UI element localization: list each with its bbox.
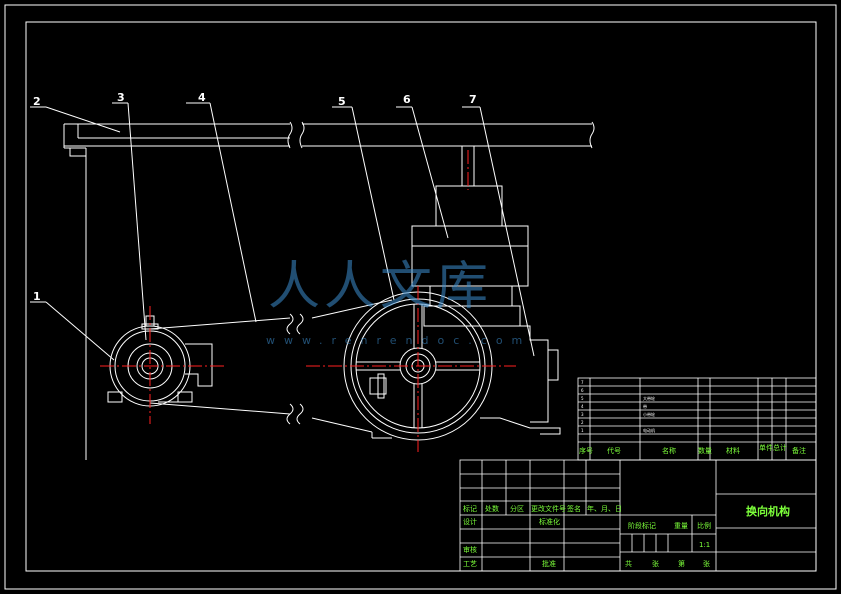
part-no-7: 7 (581, 380, 584, 385)
part-no-6: 6 (581, 388, 584, 393)
tb-total: 共 (625, 559, 632, 568)
tb-scale-value: 1:1 (699, 541, 710, 549)
reducer-housing (371, 145, 561, 439)
belt (149, 299, 393, 433)
parts-header-total-weight: 总计 (773, 443, 787, 452)
tb-design: 设计 (463, 517, 477, 526)
part-name-4: 带 (643, 404, 647, 409)
parts-header-material: 材料 (726, 446, 740, 455)
tb-process: 工艺 (463, 560, 477, 568)
tb-header-mark: 标记 (463, 504, 477, 513)
part-no-2: 2 (581, 420, 584, 425)
callout-1: 1 (33, 290, 41, 303)
callout-3: 3 (117, 91, 125, 104)
tb-header-zone: 分区 (510, 504, 524, 513)
tb-header-change-doc: 更改文件号 (531, 504, 566, 513)
top-beam (64, 121, 595, 149)
tb-sheet: 张 (703, 559, 710, 568)
tb-weight: 重量 (674, 522, 688, 530)
callout-7: 7 (469, 93, 477, 106)
parts-header-code: 代号 (607, 446, 621, 455)
tb-approve: 批准 (542, 559, 556, 568)
tb-scale-label: 比例 (697, 521, 711, 530)
parts-header-name: 名称 (662, 446, 676, 455)
parts-header-remark: 备注 (792, 446, 806, 455)
title-block (459, 459, 817, 572)
outer-border (4, 4, 837, 590)
centerlines (100, 150, 516, 452)
watermark-chars: 人人文库 (268, 257, 492, 317)
tb-page: 第 (678, 559, 685, 568)
tb-standardize: 标准化 (539, 517, 560, 526)
motor-assembly (107, 315, 213, 407)
part-name-1: 电动机 (643, 427, 655, 433)
part-name-5: 大带轮 (643, 395, 655, 401)
tb-sheets: 张 (652, 559, 659, 568)
drawing-title: 换向机构 (746, 504, 790, 518)
watermark-url: www.renrendoc.com (266, 334, 531, 347)
part-name-3: 小带轮 (643, 411, 655, 417)
inner-border (25, 21, 817, 572)
callout-5: 5 (338, 95, 346, 108)
tb-header-date: 年、月、日 (587, 504, 622, 513)
parts-header-qty: 数量 (698, 446, 712, 455)
tb-header-count: 处数 (485, 504, 499, 513)
tb-header-signature: 签名 (567, 504, 581, 513)
leader-lines (30, 102, 535, 361)
parts-header-unit-weight: 单件 (759, 443, 773, 452)
tb-stage-mark: 阶段标记 (628, 521, 656, 530)
callout-2: 2 (33, 95, 41, 108)
callout-4: 4 (198, 91, 206, 104)
parts-header-seq: 序号 (579, 446, 593, 455)
support-frame (63, 124, 87, 460)
part-no-5: 5 (581, 396, 584, 401)
part-no-4: 4 (581, 404, 584, 409)
parts-list (577, 377, 817, 461)
tb-review: 审核 (463, 545, 477, 554)
part-no-1: 1 (581, 428, 584, 433)
part-no-3: 3 (581, 412, 584, 417)
watermark: 人人文库 www.renrendoc.com (266, 257, 531, 347)
callout-6: 6 (403, 93, 411, 106)
